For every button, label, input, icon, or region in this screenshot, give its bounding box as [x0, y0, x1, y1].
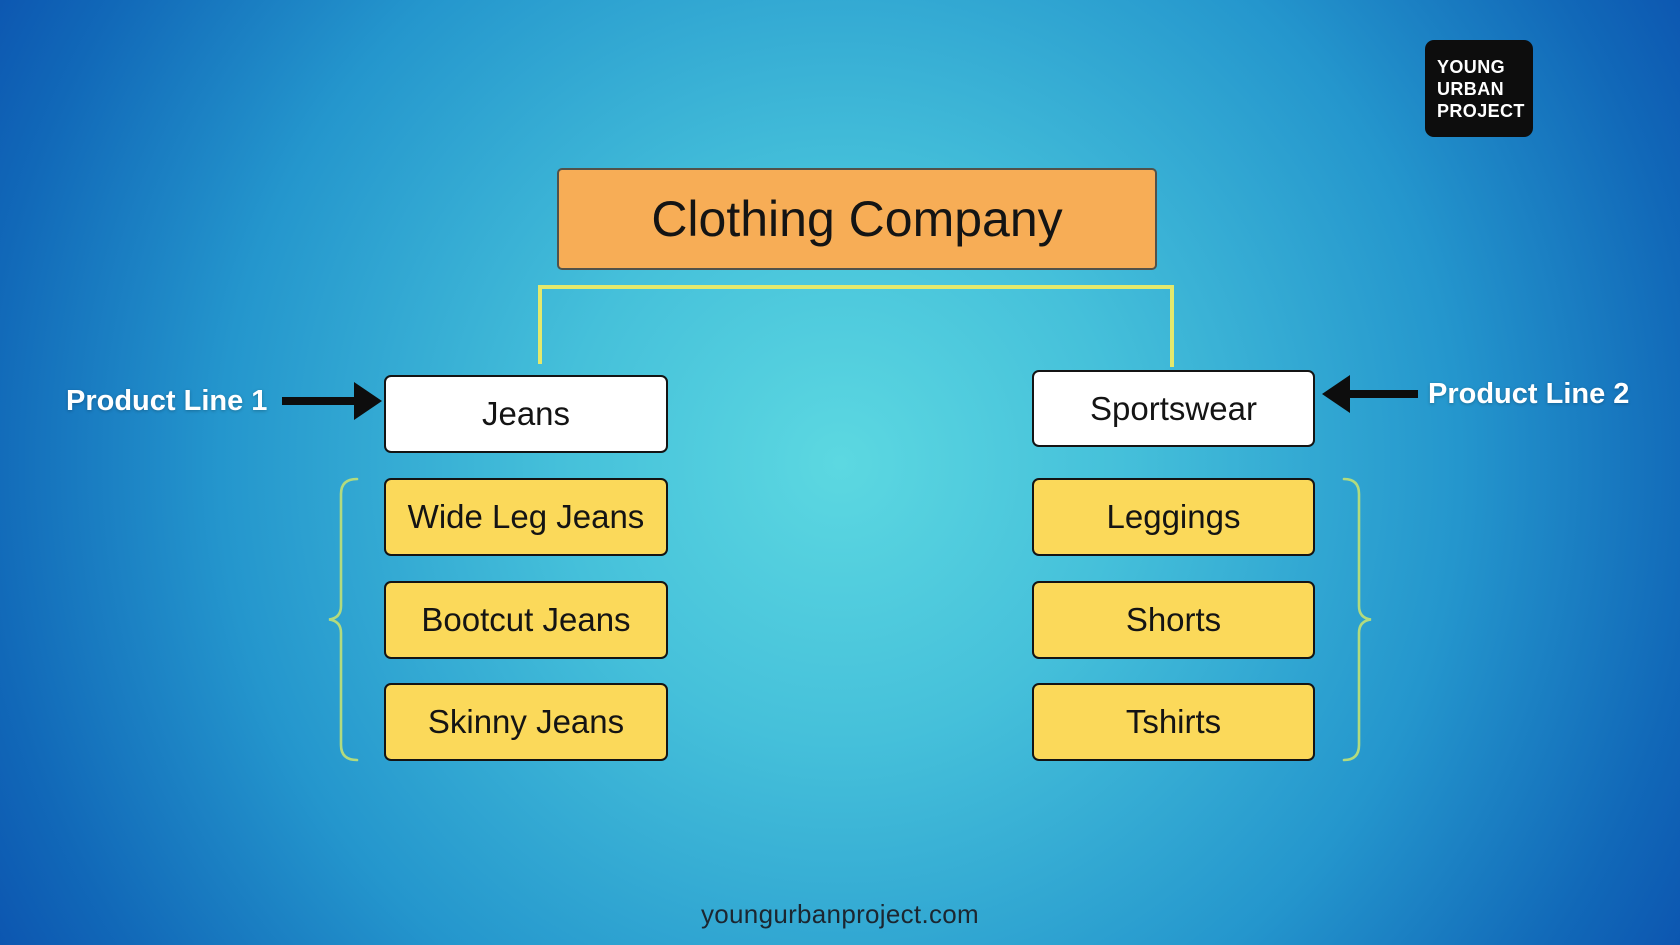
product-node-bootcut-jeans: Bootcut Jeans — [384, 581, 668, 659]
root-node-label: Clothing Company — [651, 191, 1063, 247]
product-line-1-label: Product Line 1 — [66, 385, 268, 417]
product-node-label: Shorts — [1125, 601, 1222, 638]
category-node-sportswear: Sportswear — [1032, 370, 1315, 447]
product-node-label: Tshirts — [1125, 703, 1222, 740]
brand-logo-line-3: PROJECT — [1437, 100, 1525, 121]
product-node-tshirts: Tshirts — [1032, 683, 1315, 761]
product-node-label: Skinny Jeans — [427, 703, 625, 740]
root-node-clothing-company: Clothing Company — [557, 168, 1157, 270]
connector-line — [538, 285, 1174, 367]
right-brace-icon — [1342, 477, 1372, 762]
product-node-label: Leggings — [1106, 498, 1241, 535]
website-footer: youngurbanproject.com — [700, 899, 980, 929]
product-node-skinny-jeans: Skinny Jeans — [384, 683, 668, 761]
arrow-left-icon — [1322, 375, 1418, 413]
product-node-leggings: Leggings — [1032, 478, 1315, 556]
brand-logo-line-1: YOUNG — [1437, 56, 1506, 77]
product-node-shorts: Shorts — [1032, 581, 1315, 659]
brand-logo: YOUNG URBAN PROJECT — [1425, 40, 1533, 137]
arrow-right-icon — [282, 382, 382, 420]
product-node-label: Wide Leg Jeans — [407, 498, 645, 535]
category-node-jeans: Jeans — [384, 375, 668, 453]
product-node-label: Bootcut Jeans — [421, 601, 631, 638]
category-node-sportswear-label: Sportswear — [1090, 389, 1257, 427]
product-node-wide-leg-jeans: Wide Leg Jeans — [384, 478, 668, 556]
product-line-2-label: Product Line 2 — [1428, 378, 1630, 410]
category-node-jeans-label: Jeans — [481, 395, 571, 432]
left-brace-icon — [328, 477, 359, 762]
brand-logo-line-2: URBAN — [1437, 78, 1504, 99]
